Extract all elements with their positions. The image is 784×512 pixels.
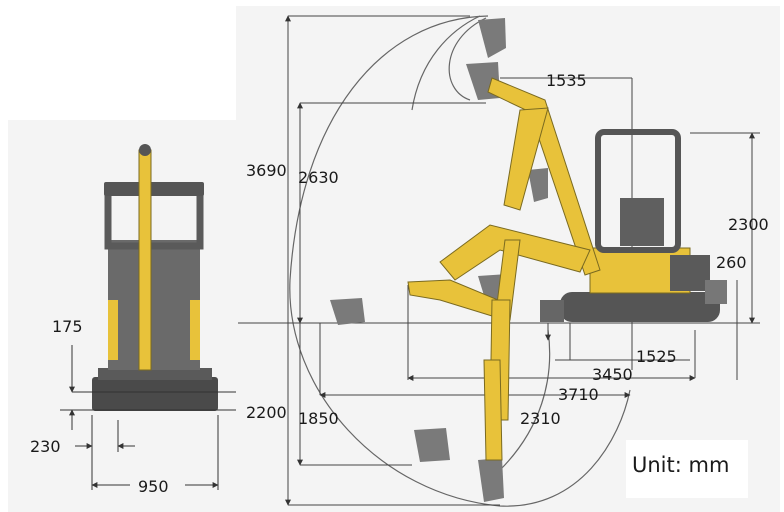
bucket-deep-left [414,428,450,462]
max-dig-height-label: 3690 [246,161,287,180]
boom-reach-label: 1535 [546,71,587,90]
bucket-mid [528,168,548,202]
front-dimension-lines [60,345,236,490]
side-counterweight [670,255,710,291]
max-reach-label: 3710 [558,385,599,404]
ground-clearance-label: 260 [716,253,747,272]
bucket-ground [330,298,365,325]
side-cab [595,129,681,253]
max-dig-depth-label: 2200 [246,403,287,422]
min-swing-radius-label: 3450 [592,365,633,384]
front-reach-label: 2310 [520,409,561,428]
vertical-wall-depth-label: 1850 [298,409,339,428]
side-blade [540,300,564,322]
bucket-top [478,18,506,58]
front-view [92,144,218,411]
front-boom [138,149,152,371]
side-engine-rear [705,280,727,304]
tail-length-label: 1525 [636,347,677,366]
unit-label: Unit: mm [632,453,729,477]
front-body [108,240,200,370]
arm-deep [483,359,503,461]
front-blade [98,368,212,380]
depth-envelope-arc [499,329,551,471]
boom-upper [487,77,601,276]
bucket-deep [478,458,504,502]
track-width-label: 230 [30,437,61,456]
side-excavator [540,129,727,322]
arms [407,77,601,461]
max-dump-height-label: 2630 [298,168,339,187]
overall-width-label: 950 [138,477,169,496]
height-offset-label: 175 [52,317,83,336]
inner-envelope-arc [448,17,487,101]
side-seat [620,198,664,246]
cab-height-label: 2300 [728,215,769,234]
front-right-trim [190,300,200,360]
front-canopy-roof [104,182,204,196]
digging-curve [411,15,481,111]
front-track [92,377,218,411]
front-boom-tip [139,144,151,156]
stick-upper [503,107,549,211]
unit-box [626,440,748,498]
front-left-trim [108,300,118,360]
side-track [560,292,720,322]
